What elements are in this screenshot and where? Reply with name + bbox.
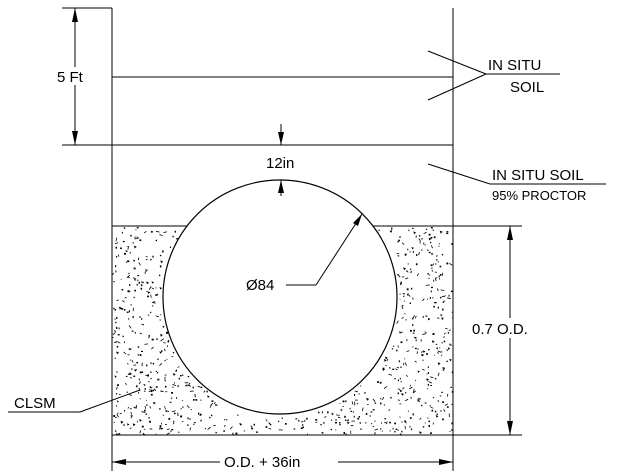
bedding-height-label: 0.7 O.D. [472,321,528,338]
compacted-leader [427,163,606,185]
cover-label: 12in [266,155,294,172]
in-situ-label-line1: IN SITU [488,57,541,74]
compacted-label-line2: 95% PROCTOR [492,188,586,203]
compacted-label-line1: IN SITU SOIL [492,167,584,184]
cover-dimension [278,124,284,196]
in-situ-label-line2: SOIL [510,79,544,96]
in-situ-leader [427,50,560,101]
clsm-leader [8,389,141,413]
clsm-fill-area [112,227,453,435]
pipe-circle [162,179,398,415]
depth-label: 5 Ft [57,69,84,86]
clsm-label: CLSM [14,395,56,412]
trench-width-label: O.D. + 36in [224,454,300,471]
diameter-leader [286,213,363,286]
diameter-label: Ø84 [246,277,274,294]
